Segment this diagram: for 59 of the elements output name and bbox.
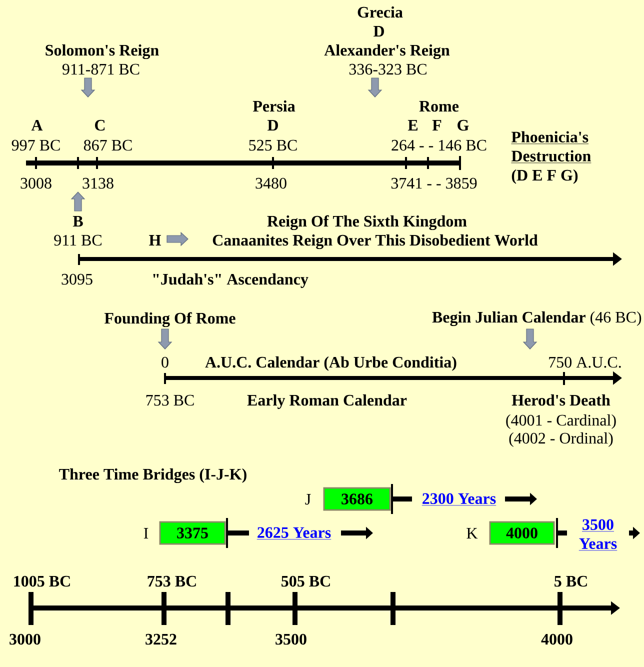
- bridge-letter: J: [305, 494, 311, 505]
- link: 2625 Years: [256, 527, 332, 540]
- date-label: 5 BC: [554, 576, 587, 587]
- bridge-letter: I: [144, 528, 148, 538]
- year-number: 3000: [10, 634, 40, 645]
- date-label: 911 BC: [54, 234, 102, 246]
- era-label: Canaanites Reign Over This Disobedient World: [212, 234, 538, 250]
- note: (4002 - Ordinal): [509, 432, 613, 447]
- event-label: Herod's Death: [512, 394, 610, 406]
- date-label: 997 BC: [12, 140, 60, 151]
- era-label: Rome: [419, 101, 459, 112]
- point-letter: D: [268, 120, 278, 131]
- section-title: Three Time Bridges (I-J-K): [59, 468, 246, 484]
- era-label: A.U.C. Calendar (Ab Urbe Conditia): [205, 356, 456, 371]
- event-label: Alexander's Reign: [324, 44, 450, 60]
- year-number: 3480: [256, 178, 286, 189]
- date-label: 336-323 BC: [349, 64, 426, 75]
- year-number: 3095: [62, 274, 92, 285]
- era-label: Persia: [252, 100, 296, 112]
- date-label: 911-871 BC: [62, 64, 140, 75]
- heading-label: Phoenicia's Destruction: [511, 131, 592, 164]
- date-label: 1005 BC: [14, 576, 70, 587]
- year-number: 3500: [276, 634, 306, 645]
- year-box: 3375: [159, 521, 226, 545]
- point-letter: C: [95, 120, 105, 131]
- date-label: 753 BC: [146, 394, 194, 406]
- year-number: 3741 - - 3859: [391, 178, 477, 189]
- year-number: 3252: [146, 634, 176, 645]
- point-letter: A: [31, 120, 43, 130]
- point-letter: E: [408, 120, 418, 130]
- date-label: 867 BC: [84, 140, 132, 151]
- era-label: Reign Of The Sixth Kingdom: [267, 215, 467, 230]
- point-letter: D: [374, 26, 384, 37]
- point-letter: H: [149, 235, 161, 246]
- event-label: Begin Julian Calendar (46 BC): [432, 311, 642, 326]
- year-number: 0: [162, 356, 168, 368]
- date-label: 264 - - 146 BC: [392, 140, 486, 151]
- era-label: "Judah's" Ascendancy: [153, 273, 308, 288]
- era-label: Early Roman Calendar: [247, 394, 407, 409]
- year-number: 3138: [82, 178, 114, 189]
- year-number: 4000: [541, 634, 572, 645]
- note: (4001 - Cardinal): [506, 414, 616, 429]
- link: 3500 Years: [578, 519, 618, 551]
- point-letter: F: [432, 120, 442, 130]
- year-number: 3008: [20, 178, 52, 189]
- point-letter: B: [72, 216, 83, 227]
- date-label: 753 BC: [148, 576, 196, 587]
- date-label: 525 BC: [249, 140, 297, 151]
- point-letter: G: [458, 120, 469, 131]
- event-label: Founding Of Rome: [104, 312, 236, 328]
- era-label: Grecia: [358, 6, 403, 18]
- link: 2300 Years: [422, 493, 496, 506]
- year-box: 4000: [489, 521, 555, 545]
- point-letters: (D E F G): [512, 169, 578, 184]
- date-label: 505 BC: [282, 576, 330, 587]
- event-label: Solomon's Reign: [46, 44, 159, 60]
- year-box: 3686: [323, 487, 391, 511]
- bridge-letter: K: [466, 528, 478, 538]
- date-label: 750 A.U.C.: [549, 356, 621, 368]
